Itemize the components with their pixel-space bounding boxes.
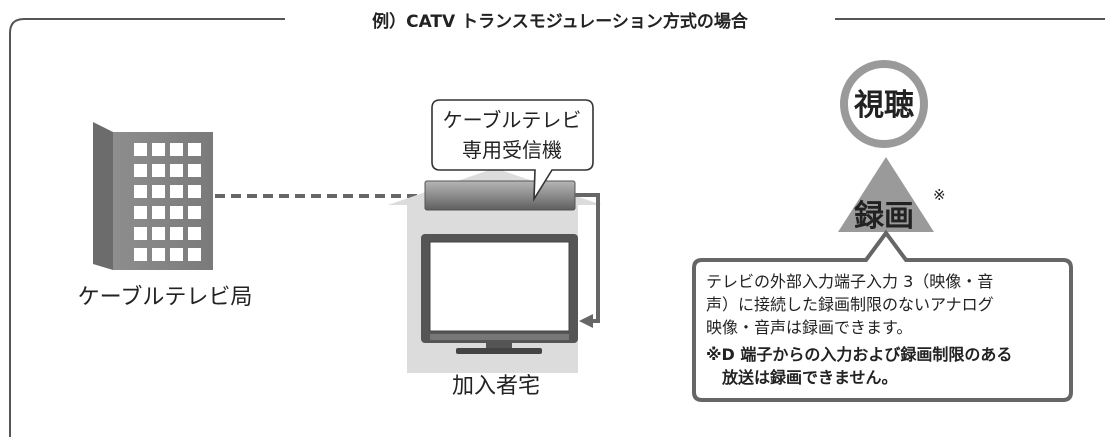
note-line3: 映像・音声は録画できます。 (706, 318, 912, 337)
av-cable (575, 193, 600, 323)
note-line2: 声）に接続した録画制限のないアナログ (706, 295, 994, 314)
recording-label: 録画 (854, 199, 914, 234)
note-line5: 放送は録画できません。 (721, 368, 898, 387)
receiver-callout (431, 99, 594, 202)
receiver-box (424, 180, 576, 211)
viewing-circle-icon (840, 60, 928, 148)
home-label: 加入者宅 (452, 374, 540, 399)
receiver-callout-line2: 専用受信機 (462, 138, 562, 162)
tv-icon (421, 234, 578, 354)
viewing-label: 視聴 (854, 88, 914, 123)
diagram-title: 例）CATV トランスモジュレーション方式の場合 (372, 11, 749, 32)
note-line1: テレビの外部入力端子入力 3（映像・音 (706, 272, 993, 291)
frame (9, 18, 1105, 437)
note-callout (692, 229, 1073, 402)
arrow-head (579, 314, 593, 328)
recording-triangle-icon (838, 157, 934, 232)
recording-mark: ※ (933, 186, 946, 204)
building-icon (93, 122, 213, 270)
station-label: ケーブルテレビ局 (78, 285, 253, 310)
receiver-callout-line1: ケーブルテレビ (443, 108, 582, 132)
note-line4: ※D 端子からの入力および録画制限のある (706, 345, 1012, 364)
